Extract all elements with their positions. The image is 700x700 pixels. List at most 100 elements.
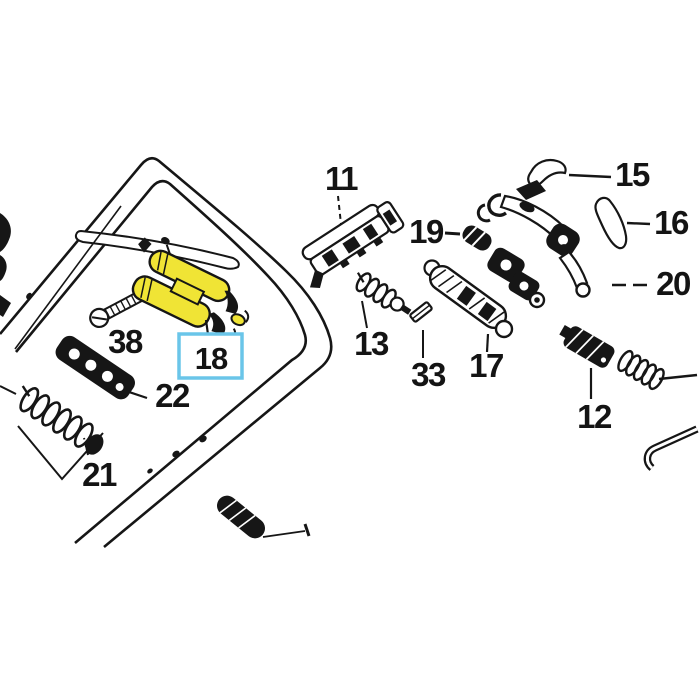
part-label-16[interactable]: 16 xyxy=(654,204,690,241)
handlebar-cross-bar xyxy=(74,229,240,270)
lever-detail xyxy=(362,223,379,241)
part-15-bracket[interactable] xyxy=(527,158,567,188)
part-label-12[interactable]: 12 xyxy=(577,398,613,435)
part-label-21[interactable]: 21 xyxy=(82,456,118,493)
part-16-rod[interactable] xyxy=(594,196,628,250)
part-12-adjuster[interactable] xyxy=(555,321,698,391)
clipped-fragments-left xyxy=(0,213,17,395)
screw-thread xyxy=(125,297,132,308)
fork-upper xyxy=(224,290,239,314)
part-22-plate[interactable] xyxy=(52,332,138,402)
part-label-20[interactable]: 20 xyxy=(656,265,691,302)
part-label-33[interactable]: 33 xyxy=(411,356,447,393)
fragment-capsule xyxy=(217,495,265,539)
part-label-13[interactable]: 13 xyxy=(354,325,390,362)
part-label-18[interactable]: 18 xyxy=(195,341,229,376)
fork-lower xyxy=(208,312,226,335)
grip-hatch xyxy=(468,297,486,310)
part-label-15[interactable]: 15 xyxy=(615,156,651,193)
leader-line-15 xyxy=(568,173,612,179)
tube-bolt-dot xyxy=(26,292,32,300)
hook-large xyxy=(487,193,507,217)
lever-detail xyxy=(342,235,361,254)
lever-tooth xyxy=(356,248,367,258)
screw-thread xyxy=(114,303,121,313)
lever-tail xyxy=(309,269,324,289)
fragment-hatch xyxy=(238,514,256,529)
fragment-line xyxy=(262,530,306,538)
pin-line xyxy=(411,304,431,320)
rod-inner xyxy=(646,427,698,470)
leader-line-13 xyxy=(361,300,368,329)
part-21-bracket xyxy=(17,425,104,481)
hook-small xyxy=(476,203,491,223)
plate-hole xyxy=(101,370,113,382)
handlebar-outline xyxy=(0,156,333,549)
plate-hole xyxy=(68,348,80,360)
lever-tooth xyxy=(339,258,350,269)
knurl-line xyxy=(565,329,584,348)
shade-line xyxy=(156,251,162,271)
roller-nub xyxy=(230,313,246,327)
part-18-callout-box[interactable] xyxy=(177,332,244,380)
clamp-ring-center xyxy=(534,297,540,303)
part-label-19[interactable]: 19 xyxy=(409,213,445,250)
screw-thread xyxy=(109,306,116,316)
handlebar-outer-edge xyxy=(0,156,333,549)
roller-link xyxy=(169,277,206,306)
knob-groove xyxy=(471,231,486,247)
spring-wire xyxy=(356,272,365,283)
fragment-wedge xyxy=(0,295,11,317)
fragment-hatch xyxy=(219,499,237,514)
part-21-spring[interactable] xyxy=(11,382,109,458)
screw-thread xyxy=(120,300,127,310)
leader-line-17 xyxy=(485,333,490,353)
lever-detail xyxy=(382,209,398,226)
spring-wire xyxy=(21,385,31,397)
knob-body xyxy=(462,225,492,251)
part-11-lever[interactable] xyxy=(290,196,408,293)
bolt-tip xyxy=(399,304,412,315)
screw-thread xyxy=(130,294,137,305)
knurl-line xyxy=(585,341,605,360)
part-19-clamp-stack[interactable] xyxy=(460,223,546,309)
arm-patch xyxy=(519,201,535,213)
fragment-tick xyxy=(303,523,311,537)
leader-line-19 xyxy=(444,231,461,236)
part-label-38[interactable]: 38 xyxy=(108,323,144,360)
shade-line xyxy=(162,254,169,275)
pivot-hole xyxy=(558,235,568,245)
lever-tooth xyxy=(373,237,384,247)
spring-end xyxy=(85,434,104,455)
part-label-22[interactable]: 22 xyxy=(155,377,191,414)
fork-curl xyxy=(244,309,250,323)
clipped-rod-fragment xyxy=(643,425,699,471)
fragment-blob xyxy=(0,255,7,281)
clipped-grip-fragment xyxy=(217,495,311,539)
part-label-17[interactable]: 17 xyxy=(469,347,504,384)
plate-hole xyxy=(85,359,97,371)
handlebar-inner-edge xyxy=(14,179,307,544)
grip-patch xyxy=(477,301,497,322)
clamp-knob xyxy=(462,225,492,251)
cable-line xyxy=(14,205,122,350)
tube-bolt-dot xyxy=(172,450,180,458)
pivot-block xyxy=(546,223,580,257)
part-13-bolt-spring[interactable] xyxy=(350,268,415,320)
tube-bolt-dot xyxy=(199,435,207,443)
leader-line-11 xyxy=(337,195,342,225)
knurled-cylinder xyxy=(559,324,615,368)
grip-hatch xyxy=(429,269,447,282)
part-12-spring xyxy=(617,349,665,391)
spring-rod xyxy=(658,373,698,381)
part-label-11[interactable]: 11 xyxy=(325,160,360,197)
part-20-lever-assembly[interactable] xyxy=(476,180,591,298)
part-33-pin[interactable] xyxy=(409,301,433,323)
grip-hatch xyxy=(446,280,463,294)
shade-line xyxy=(146,279,153,302)
screw-slot xyxy=(91,316,108,321)
cylinder-nub xyxy=(559,324,572,339)
cylinder-dot xyxy=(600,357,607,363)
part-17-grip[interactable] xyxy=(423,259,514,339)
